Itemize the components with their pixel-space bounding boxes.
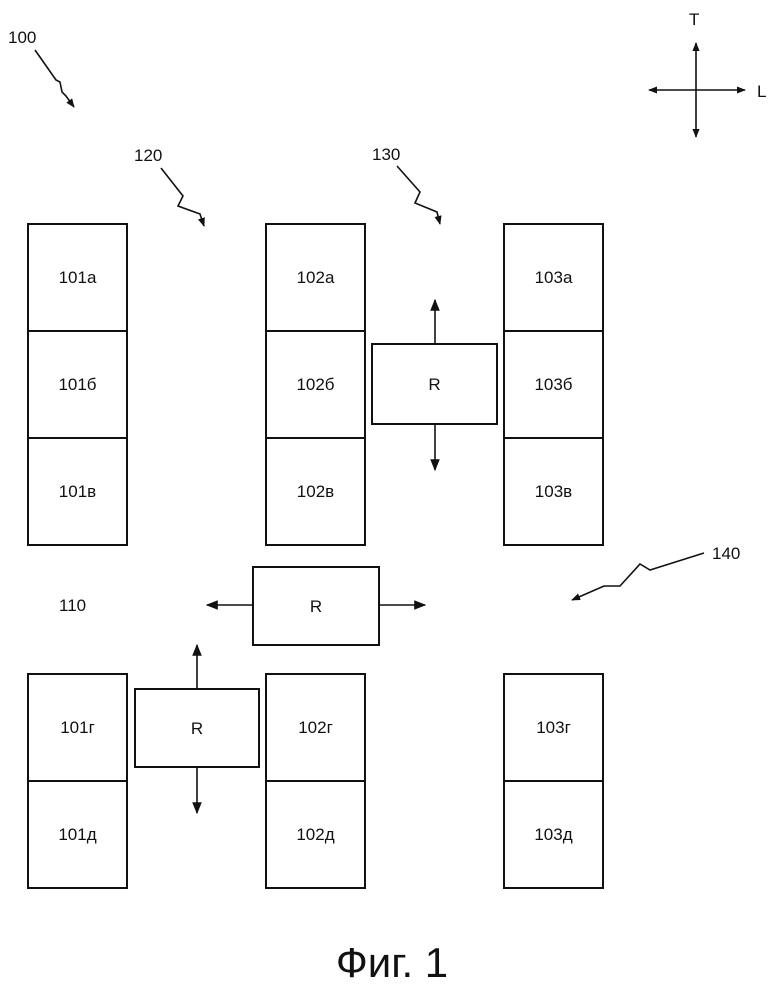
- figure-caption: Фиг. 1: [336, 939, 448, 986]
- rack-101b-label: 101б: [58, 375, 96, 394]
- ref-140-leader: [572, 553, 704, 600]
- rack-103v-label: 103в: [535, 482, 572, 501]
- rack-101v-label: 101в: [59, 482, 96, 501]
- rack-102v: 102в: [266, 438, 365, 545]
- robot-aisle-130-label: R: [428, 375, 440, 394]
- rack-103b-label: 103б: [534, 375, 572, 394]
- ref-100-label: 100: [8, 28, 36, 47]
- ref-120-label: 120: [134, 146, 162, 165]
- rack-103g-label: 103г: [536, 718, 571, 737]
- robot-aisle-110: R: [207, 567, 425, 645]
- rack-102a-label: 102а: [297, 268, 335, 287]
- rack-102a: 102а: [266, 224, 365, 331]
- rack-101b: 101б: [28, 331, 127, 438]
- rack-102g: 102г: [266, 674, 365, 781]
- direction-t-label: T: [689, 10, 699, 29]
- ref-140-label: 140: [712, 544, 740, 563]
- robot-aisle-110-label: R: [310, 597, 322, 616]
- rack-103d: 103д: [504, 781, 603, 888]
- rack-102d-label: 102д: [296, 825, 334, 844]
- ref-130-leader: [397, 166, 440, 224]
- rack-102v-label: 102в: [297, 482, 334, 501]
- robot-aisle-120-label: R: [191, 719, 203, 738]
- ref-110-label: 110: [59, 596, 86, 615]
- robot-aisle-120: R: [135, 645, 259, 813]
- rack-103d-label: 103д: [534, 825, 572, 844]
- ref-100-leader: [35, 50, 74, 107]
- direction-indicator: T L: [649, 10, 766, 137]
- rack-103g: 103г: [504, 674, 603, 781]
- rack-101g-label: 101г: [60, 718, 95, 737]
- rack-102g-label: 102г: [298, 718, 333, 737]
- rack-103a-label: 103а: [535, 268, 573, 287]
- robot-aisle-130: R: [372, 300, 497, 470]
- rack-101a-label: 101а: [59, 268, 97, 287]
- rack-102d: 102д: [266, 781, 365, 888]
- rack-101d-label: 101д: [58, 825, 96, 844]
- rack-102b-label: 102б: [296, 375, 334, 394]
- rack-101a: 101а: [28, 224, 127, 331]
- rack-103b: 103б: [504, 331, 603, 438]
- direction-l-label: L: [757, 82, 766, 101]
- rack-101g: 101г: [28, 674, 127, 781]
- ref-130-label: 130: [372, 145, 400, 164]
- rack-103v: 103в: [504, 438, 603, 545]
- ref-120-leader: [161, 168, 204, 226]
- rack-101v: 101в: [28, 438, 127, 545]
- rack-103a: 103а: [504, 224, 603, 331]
- rack-101d: 101д: [28, 781, 127, 888]
- rack-102b: 102б: [266, 331, 365, 438]
